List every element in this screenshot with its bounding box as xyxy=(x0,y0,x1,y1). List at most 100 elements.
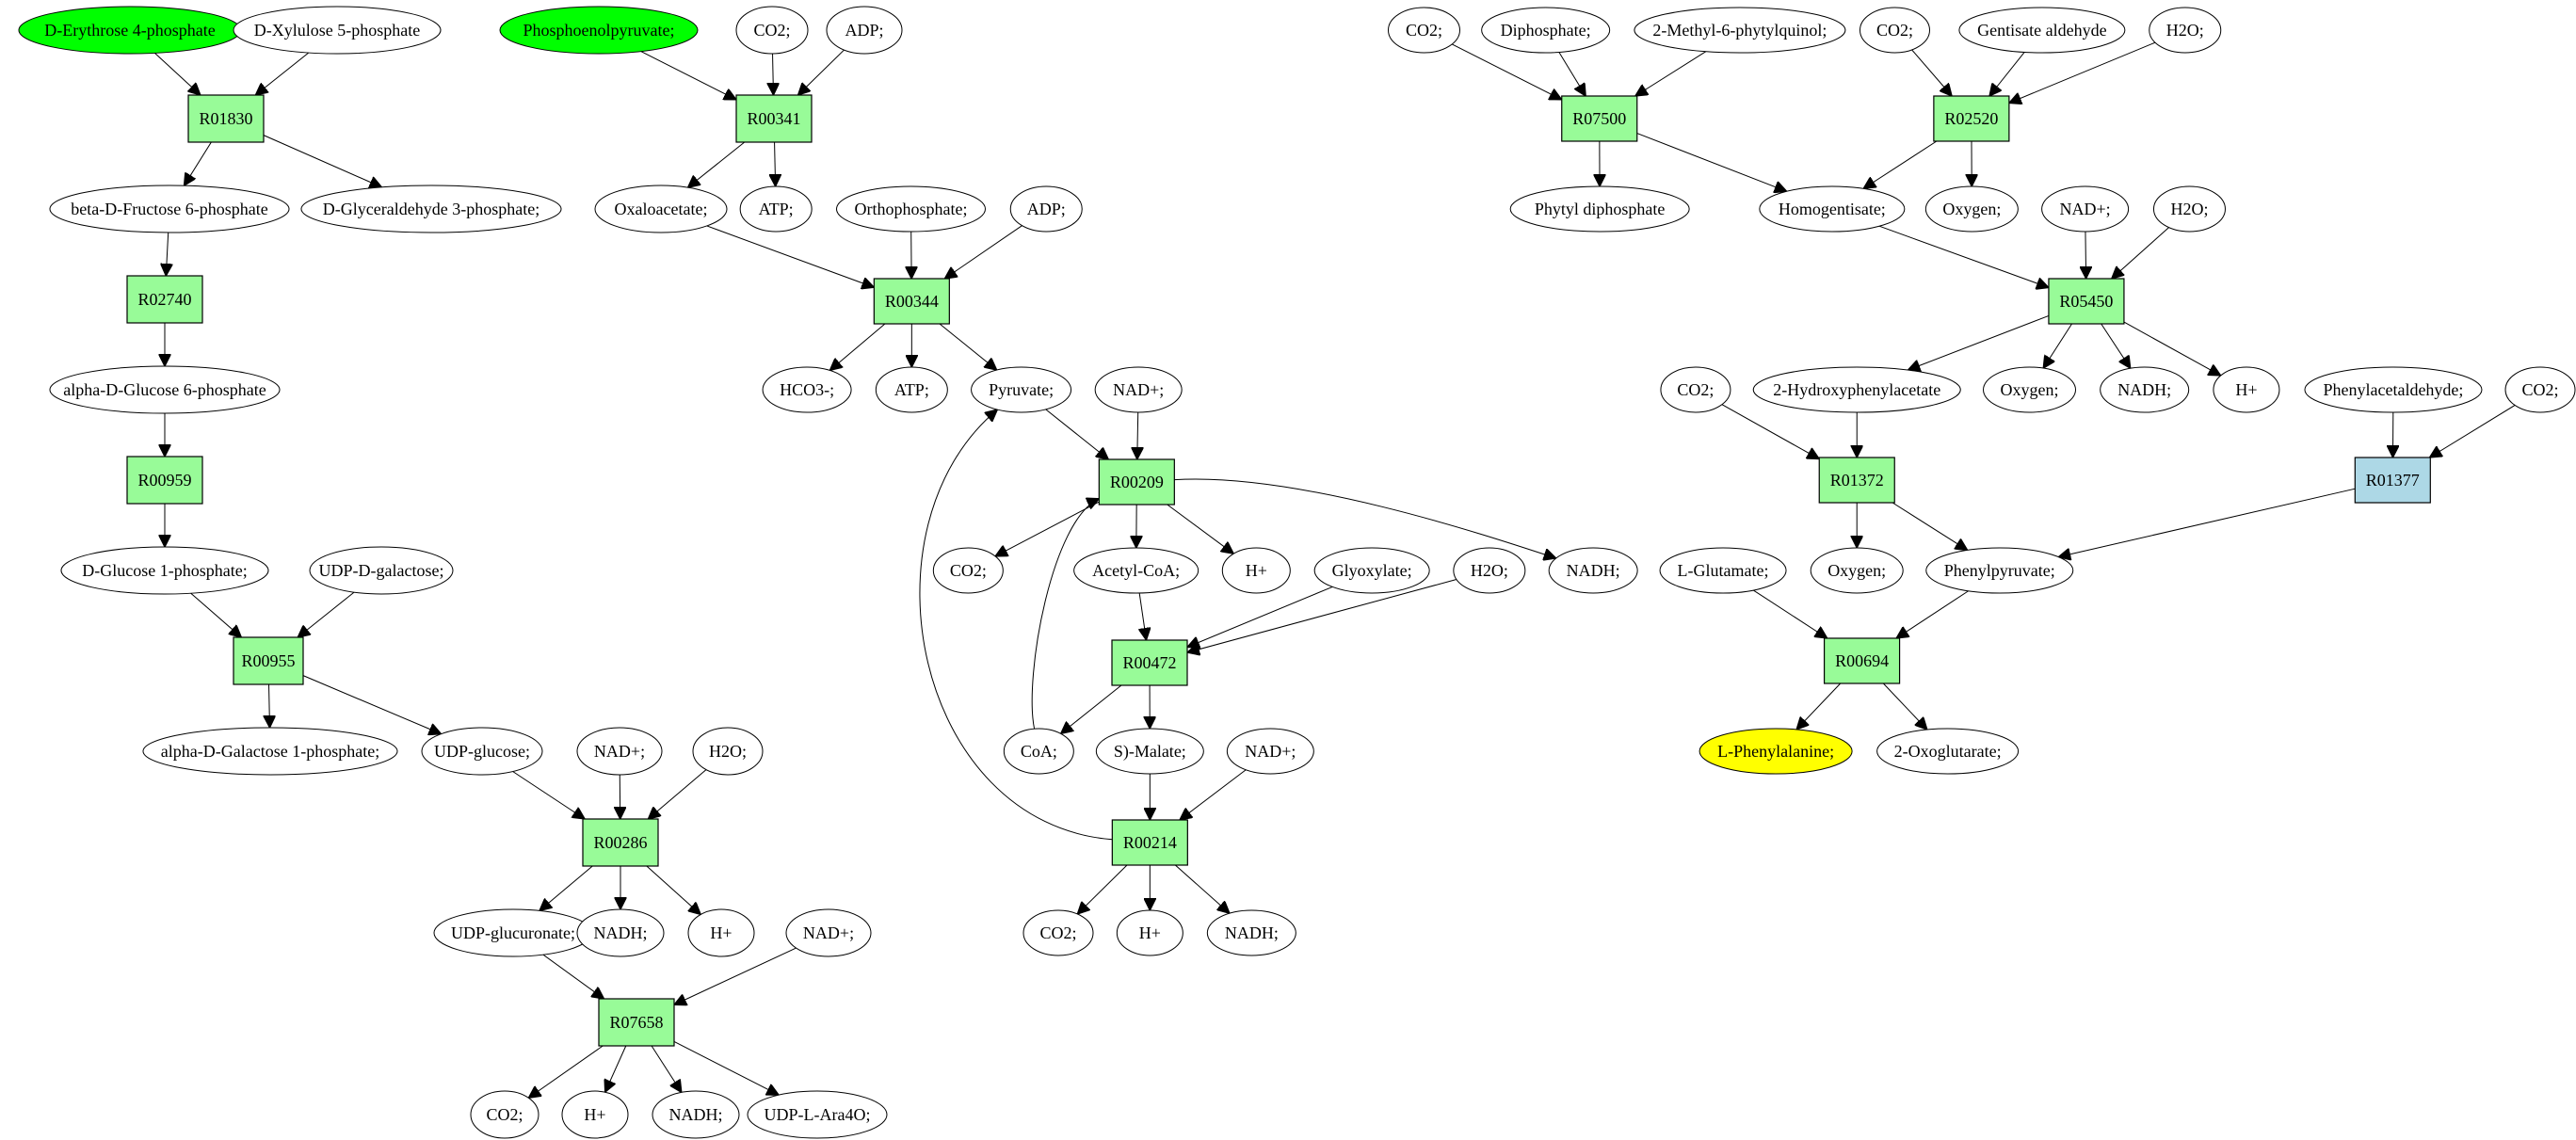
compound-node-c_phe[interactable]: L-Phenylalanine; xyxy=(1699,728,1853,775)
compound-node-c_glyox[interactable]: Glyoxylate; xyxy=(1313,547,1430,594)
compound-ellipse xyxy=(1388,7,1460,54)
node-label: Phenylpyruvate; xyxy=(1944,561,2055,580)
reaction-node-r_R01372[interactable]: R01372 xyxy=(1818,457,1895,504)
compound-node-c_gentald[interactable]: Gentisate aldehyde xyxy=(1958,7,2126,54)
compound-node-c_h2o_a[interactable]: H2O; xyxy=(692,727,764,776)
compound-node-c_udpara[interactable]: UDP-L-Ara4O; xyxy=(747,1090,888,1139)
compound-node-c_h2o_c[interactable]: H2O; xyxy=(2149,7,2222,54)
reaction-node-r_R02740[interactable]: R02740 xyxy=(126,275,203,324)
compound-node-c_phpyr[interactable]: Phenylpyruvate; xyxy=(1925,547,2074,594)
compound-node-c_f6p[interactable]: beta-D-Fructose 6-phosphate xyxy=(49,185,290,233)
compound-node-c_adp_b[interactable]: ADP; xyxy=(1009,185,1083,233)
compound-node-c_coa[interactable]: CoA; xyxy=(1003,728,1074,775)
reaction-node-r_R02520[interactable]: R02520 xyxy=(1933,95,2010,142)
compound-node-c_nadh_e[interactable]: NADH; xyxy=(2100,366,2190,413)
compound-node-c_udpglc[interactable]: UDP-glucose; xyxy=(421,727,543,776)
compound-node-c_nadh_c[interactable]: NADH; xyxy=(1548,547,1638,594)
node-label: ATP; xyxy=(894,380,929,399)
compound-node-c_phytpp[interactable]: Phytyl diphosphate xyxy=(1509,185,1690,233)
compound-node-c_nadh_a[interactable]: NADH; xyxy=(576,908,665,957)
compound-node-c_pi[interactable]: Orthophosphate; xyxy=(836,185,986,233)
node-label: H2O; xyxy=(1471,561,1508,580)
compound-node-c_udpgal[interactable]: UDP-D-galactose; xyxy=(309,546,454,595)
compound-node-c_2hpa[interactable]: 2-Hydroxyphenylacetate xyxy=(1752,366,1961,413)
compound-node-c_x5p[interactable]: D-Xylulose 5-phosphate xyxy=(233,6,442,55)
compound-node-c_phacald[interactable]: Phenylacetaldehyde; xyxy=(2304,366,2483,413)
compound-node-c_h_b[interactable]: H+ xyxy=(561,1090,629,1139)
reaction-node-r_R00344[interactable]: R00344 xyxy=(873,278,950,325)
compound-node-c_g1p[interactable]: D-Glucose 1-phosphate; xyxy=(60,546,269,595)
compound-node-c_co2_g[interactable]: CO2; xyxy=(1660,366,1731,413)
reaction-node-r_R00955[interactable]: R00955 xyxy=(233,636,304,685)
compound-node-c_o2_b[interactable]: Oxygen; xyxy=(1983,366,2077,413)
compound-node-c_glu[interactable]: L-Glutamate; xyxy=(1659,547,1787,594)
compound-node-c_h_e[interactable]: H+ xyxy=(2213,366,2280,413)
compound-node-c_nad_b[interactable]: NAD+; xyxy=(785,908,872,957)
compound-ellipse xyxy=(49,185,290,233)
reaction-node-r_R00959[interactable]: R00959 xyxy=(126,456,203,505)
compound-node-c_nadh_d[interactable]: NADH; xyxy=(1206,909,1296,956)
compound-node-c_g6p[interactable]: alpha-D-Glucose 6-phosphate xyxy=(49,365,281,414)
compound-node-c_co2_c[interactable]: CO2; xyxy=(932,547,1004,594)
compound-ellipse xyxy=(1810,547,1904,594)
compound-node-c_mal[interactable]: S)-Malate; xyxy=(1095,728,1204,775)
compound-node-c_h_a[interactable]: H+ xyxy=(687,908,755,957)
compound-node-c_e4p[interactable]: D-Erythrose 4-phosphate xyxy=(18,6,242,55)
compound-ellipse xyxy=(576,908,665,957)
compound-node-c_nad_a[interactable]: NAD+; xyxy=(576,727,663,776)
compound-ellipse xyxy=(1983,366,2077,413)
reaction-node-r_R00209[interactable]: R00209 xyxy=(1098,458,1175,506)
compound-ellipse xyxy=(300,185,562,233)
reaction-node-r_R00214[interactable]: R00214 xyxy=(1111,819,1188,866)
reaction-node-r_R01830[interactable]: R01830 xyxy=(187,94,265,143)
compound-node-c_mpq[interactable]: 2-Methyl-6-phytylquinol; xyxy=(1634,7,1846,54)
compound-node-c_g3p[interactable]: D-Glyceraldehyde 3-phosphate; xyxy=(300,185,562,233)
compound-node-c_co2_b[interactable]: CO2; xyxy=(735,6,809,55)
edge-c_glu-to-r_R00694 xyxy=(1753,589,1827,638)
compound-node-c_adp_a[interactable]: ADP; xyxy=(826,6,903,55)
compound-node-c_pyr[interactable]: Pyruvate; xyxy=(971,366,1072,413)
compound-node-c_o2_a[interactable]: Oxygen; xyxy=(1924,185,2019,233)
reaction-node-r_R07658[interactable]: R07658 xyxy=(598,998,675,1047)
compound-node-c_nad_d[interactable]: NAD+; xyxy=(1226,728,1314,775)
compound-node-c_h_d[interactable]: H+ xyxy=(1116,909,1183,956)
node-label: CO2; xyxy=(1876,21,1913,40)
compound-node-c_h2o_b[interactable]: H2O; xyxy=(1453,547,1526,594)
compound-ellipse xyxy=(785,908,872,957)
reaction-node-r_R00472[interactable]: R00472 xyxy=(1111,639,1188,686)
compound-node-c_oaa[interactable]: Oxaloacetate; xyxy=(594,185,728,233)
compound-node-c_nadh_b[interactable]: NADH; xyxy=(652,1090,740,1139)
compound-node-c_pep[interactable]: Phosphoenolpyruvate; xyxy=(499,6,699,55)
compound-node-c_co2_e[interactable]: CO2; xyxy=(1388,7,1460,54)
compound-node-c_atp_a[interactable]: ATP; xyxy=(739,185,813,233)
compound-node-c_hga[interactable]: Homogentisate; xyxy=(1759,185,1906,233)
compound-node-c_atp_b[interactable]: ATP; xyxy=(875,366,948,413)
compound-node-c_accoa[interactable]: Acetyl-CoA; xyxy=(1073,547,1199,594)
reaction-box xyxy=(1818,457,1895,504)
reaction-node-r_R00694[interactable]: R00694 xyxy=(1823,637,1901,684)
edge-r_R07658-to-c_h_b xyxy=(605,1045,627,1092)
compound-node-c_co2_a[interactable]: CO2; xyxy=(470,1090,539,1139)
edge-c_ppi-to-r_R07500 xyxy=(1558,52,1586,96)
reaction-node-r_R07500[interactable]: R07500 xyxy=(1561,95,1638,142)
compound-node-c_nad_e[interactable]: NAD+; xyxy=(2041,185,2130,233)
compound-node-c_udpgla[interactable]: UDP-glucuronate; xyxy=(433,908,593,957)
reaction-node-r_R00286[interactable]: R00286 xyxy=(582,818,659,867)
compound-node-c_gal1p[interactable]: alpha-D-Galactose 1-phosphate; xyxy=(142,727,398,776)
compound-node-c_ppi[interactable]: Diphosphate; xyxy=(1481,7,1611,54)
compound-node-c_hco3[interactable]: HCO3-; xyxy=(762,366,852,413)
compound-node-c_co2_d[interactable]: CO2; xyxy=(1022,909,1094,956)
compound-node-c_o2_c[interactable]: Oxygen; xyxy=(1810,547,1904,594)
reaction-node-r_R00341[interactable]: R00341 xyxy=(735,94,813,143)
compound-node-c_h_c[interactable]: H+ xyxy=(1221,547,1291,594)
compound-node-c_2og[interactable]: 2-Oxoglutarate; xyxy=(1876,728,2020,775)
edge-c_f6p-to-r_R02740 xyxy=(166,232,168,276)
node-label: HCO3-; xyxy=(780,380,834,399)
compound-node-c_nad_c[interactable]: NAD+; xyxy=(1094,366,1183,413)
node-label: CO2; xyxy=(1406,21,1442,40)
compound-node-c_h2o_d[interactable]: H2O; xyxy=(2152,185,2226,233)
reaction-node-r_R01377[interactable]: R01377 xyxy=(2354,457,2431,504)
reaction-node-r_R05450[interactable]: R05450 xyxy=(2048,278,2125,325)
compound-node-c_co2_h[interactable]: CO2; xyxy=(2504,366,2576,413)
compound-node-c_co2_f[interactable]: CO2; xyxy=(1860,7,1930,54)
